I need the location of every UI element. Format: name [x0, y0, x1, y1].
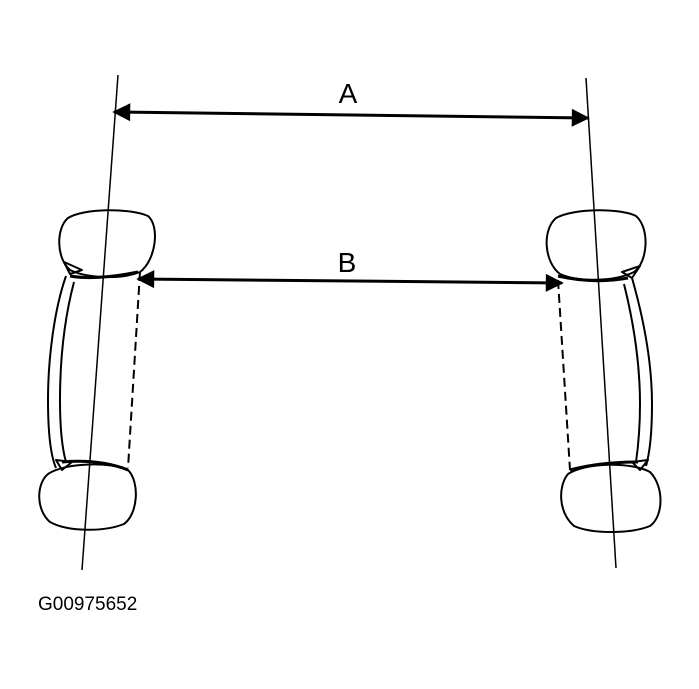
- right-upper-arm: [557, 274, 629, 283]
- right-lower-tire: [560, 463, 662, 533]
- left-knuckle-outer: [47, 275, 67, 469]
- right-upper-ball-joint: [621, 265, 641, 279]
- right-knuckle-inner: [623, 283, 641, 463]
- right-upper-tire: [545, 209, 647, 281]
- dimension-b-arrow: [136, 270, 564, 292]
- left-wheel-assembly: [38, 209, 156, 531]
- left-upper-ball-joint: [63, 261, 83, 275]
- left-centerline: [81, 74, 119, 571]
- dimension-a-arrow: [112, 103, 590, 127]
- dimension-a-label: A: [339, 78, 358, 109]
- left-lower-tire: [38, 463, 137, 531]
- left-upper-arm: [69, 270, 139, 280]
- left-hidden-edge: [127, 271, 141, 469]
- left-knuckle-inner: [59, 281, 75, 463]
- right-lower-ball-joint: [631, 459, 649, 471]
- right-lower-arm: [569, 460, 639, 472]
- right-centerline: [585, 77, 617, 569]
- right-wheel-assembly: [545, 209, 662, 533]
- dimension-b-label: B: [338, 247, 357, 278]
- right-knuckle-outer: [631, 277, 653, 467]
- left-lower-arm: [61, 459, 129, 472]
- right-hidden-edge: [557, 279, 571, 471]
- left-upper-tire: [58, 209, 156, 279]
- figure-code: G00975652: [38, 594, 138, 615]
